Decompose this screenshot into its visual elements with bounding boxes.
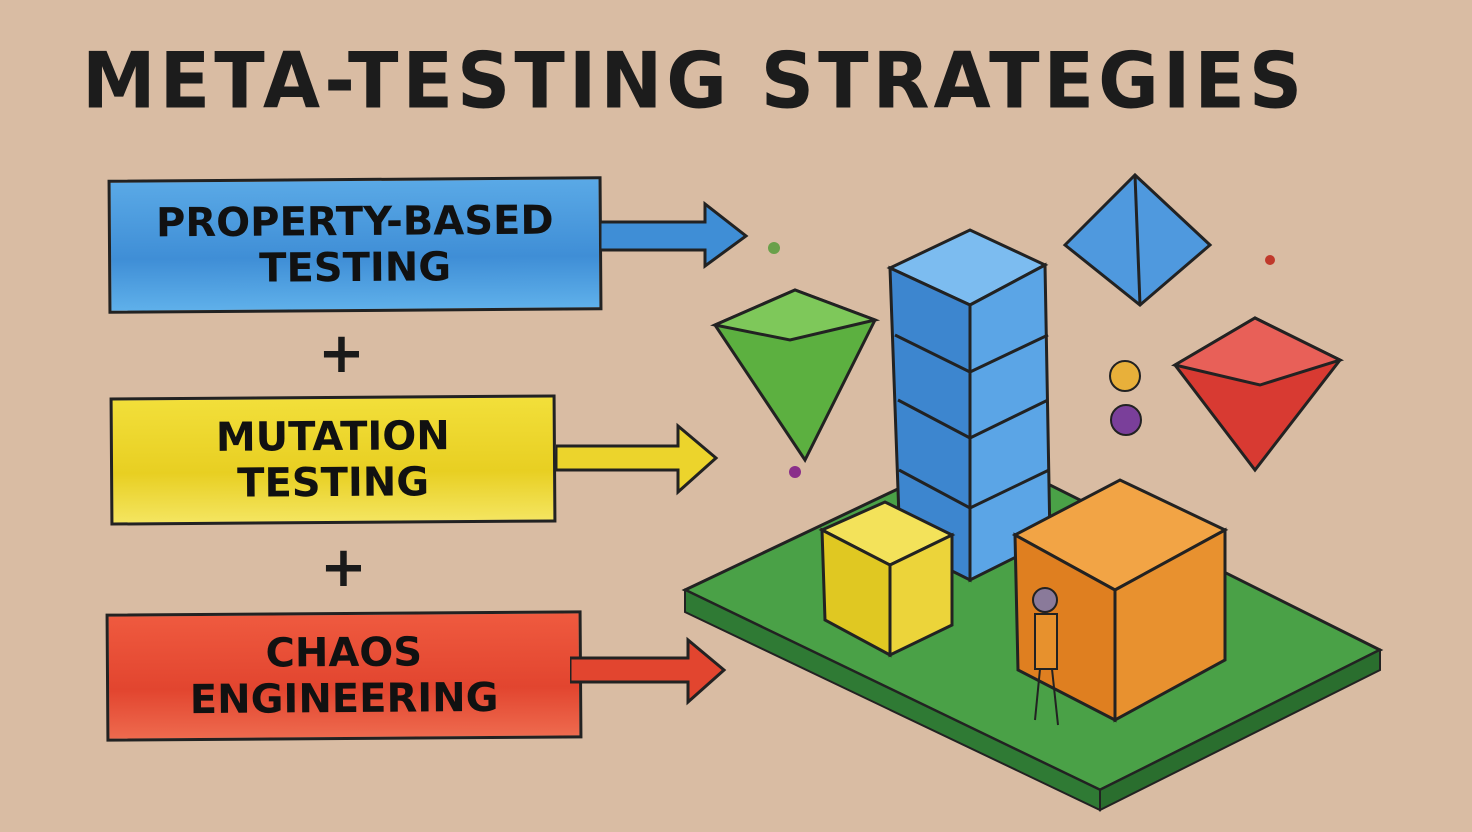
banner-label-line1: MUTATION <box>215 413 450 461</box>
orb-icon <box>1109 360 1141 392</box>
plus-icon: + <box>320 535 367 600</box>
dot-icon <box>789 466 801 478</box>
banner-property-based-testing: PROPERTY-BASED TESTING <box>107 176 603 314</box>
yellow-arrow-icon <box>556 422 719 496</box>
dot-icon <box>768 242 780 254</box>
blue-cube-stack-icon <box>886 228 1052 583</box>
yellow-cube-icon <box>818 500 956 658</box>
banner-label-line1: PROPERTY-BASED <box>155 197 554 247</box>
dot-icon <box>1265 255 1275 265</box>
banner-label-line1: CHAOS <box>265 629 423 677</box>
blue-arrow-icon <box>600 200 749 269</box>
banner-label-line2: TESTING <box>259 244 452 292</box>
orange-cube-icon <box>1011 478 1229 723</box>
banner-label-line2: ENGINEERING <box>189 674 499 724</box>
person-figure-icon <box>1032 587 1059 726</box>
banner-label-line2: TESTING <box>237 459 430 507</box>
green-gem-icon <box>710 288 881 463</box>
page-title: META-TESTING STRATEGIES <box>82 35 1307 127</box>
banner-mutation-testing: MUTATION TESTING <box>109 394 557 526</box>
blue-pyramid-icon <box>1062 172 1213 307</box>
isometric-illustration <box>681 172 1384 812</box>
banner-chaos-engineering: CHAOS ENGINEERING <box>105 610 583 742</box>
red-gem-icon <box>1171 316 1345 473</box>
orb-icon <box>1110 404 1142 436</box>
plus-icon: + <box>318 321 365 386</box>
red-arrow-icon <box>570 636 727 706</box>
